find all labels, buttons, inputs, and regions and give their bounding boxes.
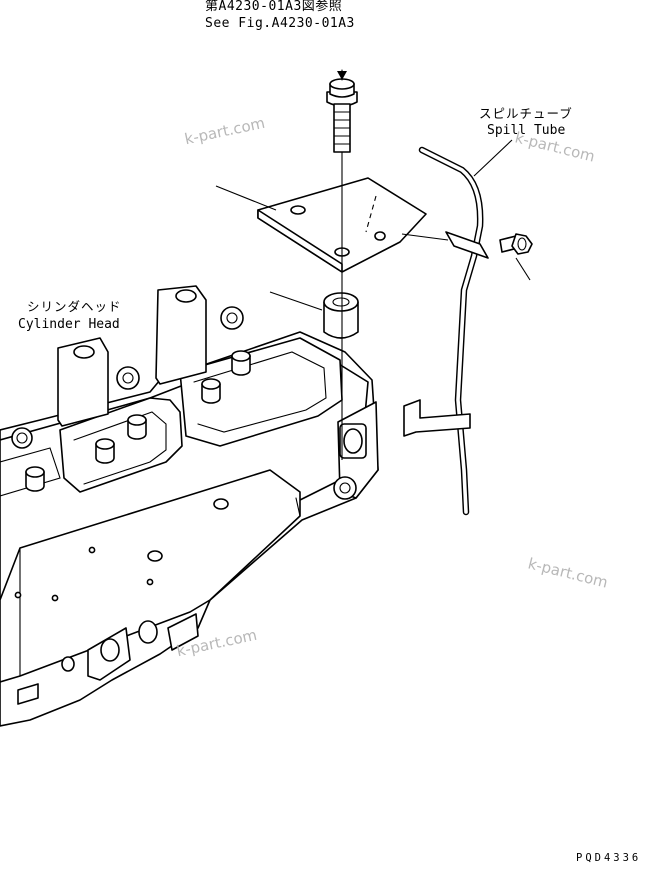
drawing-code: PQD4336 — [576, 852, 642, 864]
spill-tube-label-en: Spill Tube — [487, 123, 566, 138]
flange-bolt — [326, 69, 358, 153]
spill-tube — [403, 146, 489, 516]
reference-label-en: See Fig.A4230-01A3 — [205, 16, 355, 31]
valve-caps — [25, 350, 251, 492]
spill-tube-label-jp: スピルチューブ — [479, 106, 573, 121]
spacer-collar — [323, 292, 359, 339]
clip-bolt — [499, 233, 533, 255]
cylinder-head-label-en: Cylinder Head — [18, 317, 120, 332]
reference-label-jp: 第A4230-01A3図参照 — [205, 0, 343, 14]
cylinder-head — [0, 285, 379, 727]
leader-lines — [215, 139, 531, 311]
cylinder-head-label-jp: シリンダヘッド — [27, 299, 122, 314]
